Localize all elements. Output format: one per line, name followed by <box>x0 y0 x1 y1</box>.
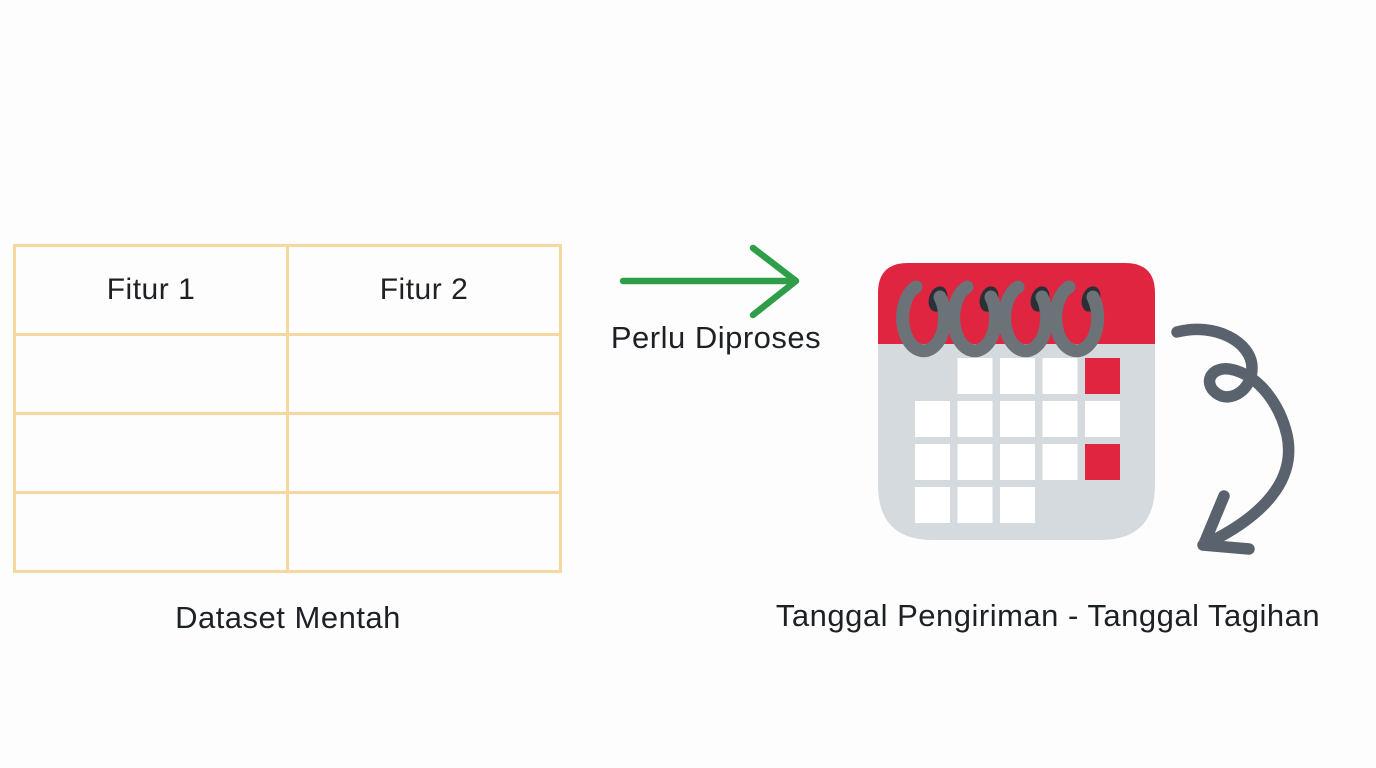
table-row <box>13 333 562 415</box>
calendar-day-cell-white <box>1085 401 1120 437</box>
table-cell <box>286 333 562 415</box>
table-row <box>13 412 562 494</box>
table-cell <box>286 412 562 494</box>
calendar-icon <box>878 263 1155 540</box>
calendar-day-cell-white <box>957 444 993 480</box>
calendar-day-cell-white <box>957 487 993 523</box>
table-header-fitur-2: Fitur 2 <box>286 244 562 336</box>
spiral-ring-icon <box>1049 280 1105 358</box>
table-body <box>13 333 562 573</box>
calendar-day-cell-white <box>915 487 950 523</box>
table-row <box>13 491 562 573</box>
calendar-day-cell-white <box>1042 444 1078 480</box>
calendar-day-cell-white <box>915 444 950 480</box>
table-cell <box>286 491 562 573</box>
calendar-day-cell-white <box>1042 358 1078 394</box>
calendar-rings <box>896 280 1105 358</box>
spiral-ring-icon <box>896 280 952 358</box>
table-cell <box>13 412 289 494</box>
calendar-day-cell-red <box>1085 444 1120 480</box>
calendar-header-band <box>878 263 1155 344</box>
table-cell <box>13 333 289 415</box>
table-header-fitur-1: Fitur 1 <box>13 244 289 336</box>
calendar-day-cell-white <box>1000 401 1035 437</box>
result-label: Tanggal Pengiriman - Tanggal Tagihan <box>775 598 1321 633</box>
raw-dataset-table: Fitur 1 Fitur 2 <box>13 244 562 573</box>
calendar-day-cell-white <box>957 401 993 437</box>
calendar-day-cell-white <box>915 401 950 437</box>
calendar-day-cell-red <box>1085 358 1120 394</box>
calendar-day-cell-white <box>1000 487 1035 523</box>
table-cell <box>13 491 289 573</box>
spiral-ring-icon <box>947 280 1003 358</box>
calendar-day-cell-white <box>1000 444 1035 480</box>
calendar-day-cell-white <box>1042 401 1078 437</box>
spiral-ring-icon <box>998 280 1054 358</box>
curved-arrow-icon <box>1171 323 1295 555</box>
table-header-row: Fitur 1 Fitur 2 <box>13 244 562 336</box>
dataset-caption: Dataset Mentah <box>175 600 401 635</box>
raw-dataset-table-wrap: Fitur 1 Fitur 2 <box>13 244 562 573</box>
process-arrow-icon <box>619 244 800 319</box>
calendar-day-cell-white <box>957 358 993 394</box>
calendar-grid <box>915 358 1120 523</box>
process-arrow-label: Perlu Diproses <box>610 320 822 355</box>
calendar-day-cell-white <box>1000 358 1035 394</box>
